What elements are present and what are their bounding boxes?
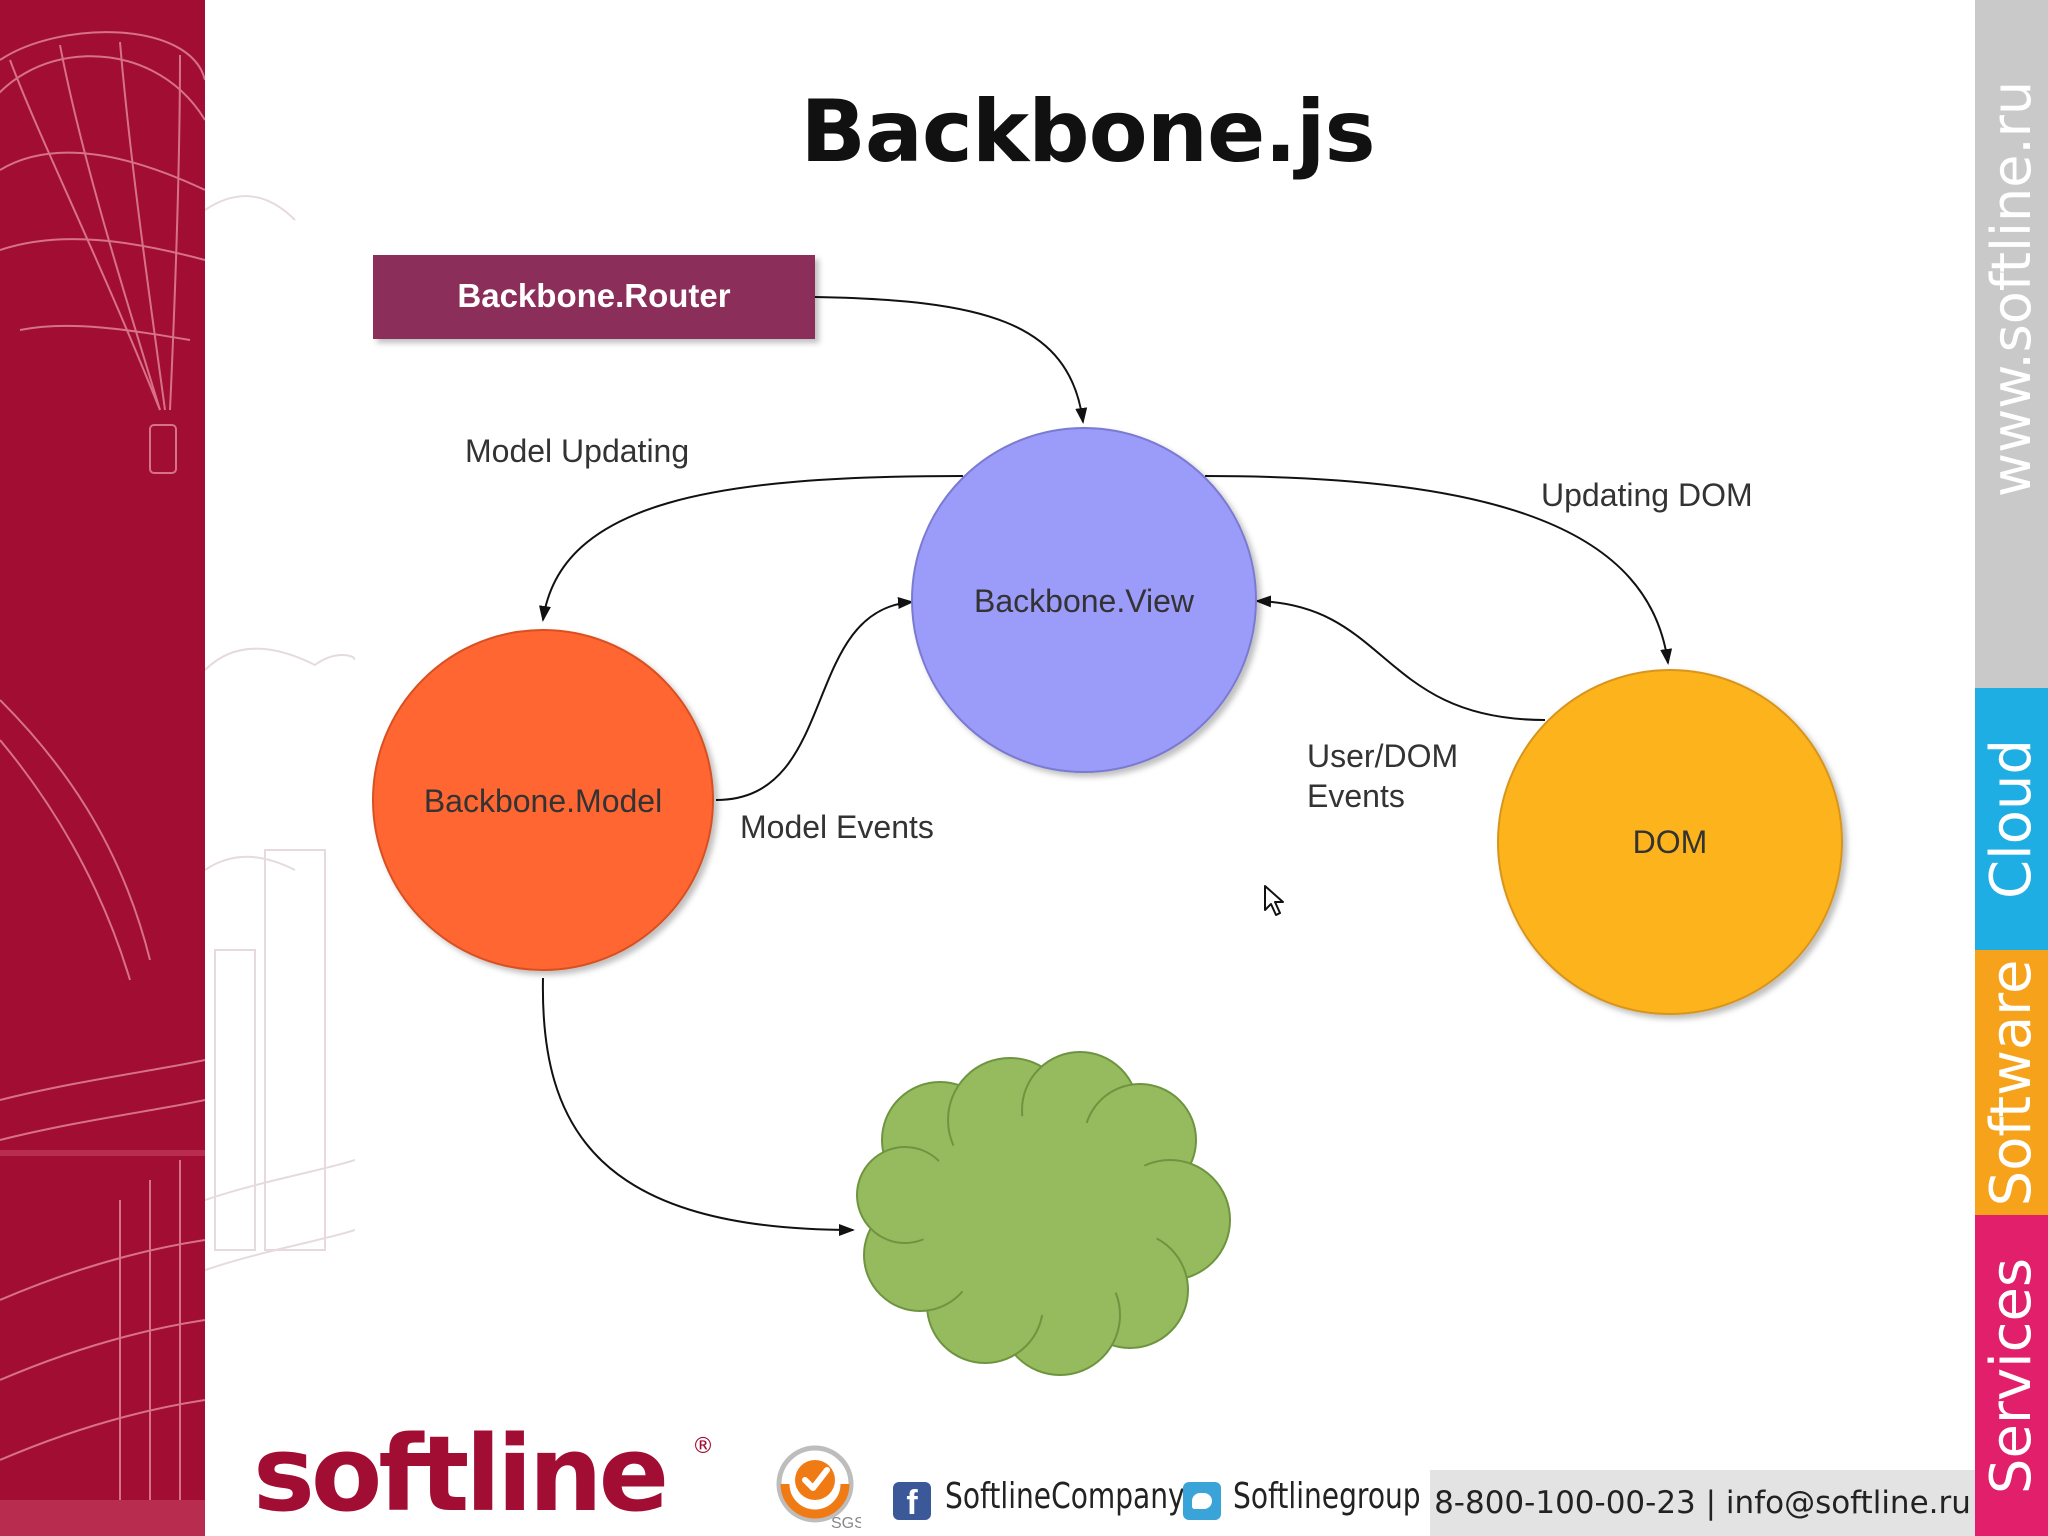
services-text: Services <box>1978 1257 2044 1494</box>
edge-label-user-dom-events-1: User/DOM <box>1307 738 1458 774</box>
edge-label-model-updating: Model Updating <box>465 433 689 469</box>
contact-info: 8-800-100-00-23 | info@softline.ru <box>1434 1485 1971 1521</box>
view-node: Backbone.View <box>911 427 1257 773</box>
city-sketch-decor <box>205 150 355 1400</box>
dom-label: DOM <box>1633 824 1708 860</box>
mouse-cursor-icon <box>1264 885 1284 916</box>
view-label: Backbone.View <box>974 583 1195 619</box>
edge-view-to-model <box>539 475 964 622</box>
twitter-icon[interactable] <box>1183 1482 1221 1520</box>
website-text: www.softline.ru <box>1979 80 2043 498</box>
model-node: Backbone.Model <box>372 629 714 971</box>
edge-label-updating-dom: Updating DOM <box>1541 477 1753 513</box>
edge-model-to-view <box>715 597 914 801</box>
footer: softline ® SGS f SoftlineCompany Softlin… <box>205 1420 1975 1536</box>
twitter-link[interactable]: Softlinegroup <box>1233 1476 1421 1517</box>
left-decor-band <box>0 0 205 1536</box>
edge-view-to-dom <box>1204 475 1673 665</box>
dom-node: DOM <box>1497 669 1843 1015</box>
balloon-illustration <box>0 31 205 1536</box>
cloud-text: Cloud <box>1978 739 2044 899</box>
storage-cloud-node <box>856 1051 1231 1376</box>
sgs-text: SGS <box>831 1515 861 1532</box>
software-text: Software <box>1978 959 2044 1206</box>
edge-label-model-events: Model Events <box>740 809 934 845</box>
model-label: Backbone.Model <box>424 783 662 819</box>
slide-title: Backbone.js <box>800 82 1375 182</box>
brand-strip: www.softline.ru Cloud Software Services <box>1975 0 2048 1536</box>
facebook-icon[interactable]: f <box>893 1482 931 1522</box>
strip-cloud: Cloud <box>1975 688 2048 950</box>
edge-router-to-view <box>814 296 1088 424</box>
router-label: Backbone.Router <box>457 277 730 314</box>
strip-software: Software <box>1975 950 2048 1215</box>
registered-mark: ® <box>692 1434 714 1459</box>
contact-box: 8-800-100-00-23 | info@softline.ru <box>1430 1470 1975 1536</box>
router-node: Backbone.Router <box>373 255 815 339</box>
softline-logo: softline <box>253 1413 669 1535</box>
edge-model-to-storage <box>541 977 855 1236</box>
facebook-link[interactable]: SoftlineCompany <box>945 1476 1185 1517</box>
edge-dom-to-view <box>1255 595 1546 721</box>
strip-website: www.softline.ru <box>1975 0 2048 688</box>
sgs-badge-icon: SGS <box>776 1445 861 1532</box>
strip-services: Services <box>1975 1215 2048 1536</box>
edge-label-user-dom-events-2: Events <box>1307 778 1405 814</box>
